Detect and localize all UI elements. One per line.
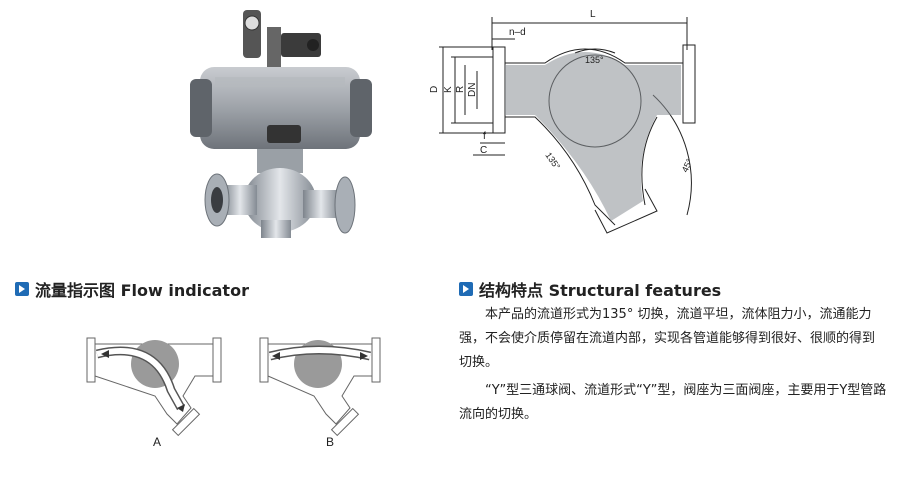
flow-label-b: B bbox=[326, 435, 334, 449]
pneumatic-actuator bbox=[200, 67, 360, 149]
label-angle-mid: 135° bbox=[543, 150, 562, 171]
flow-diagram-b: B bbox=[259, 337, 381, 449]
label-R: R bbox=[455, 86, 466, 93]
feature-paragraph-2: “Y”型三通球阀、流道形式“Y”型，阀座为三面阀座，主要用于Y型管路流向的切换。 bbox=[459, 383, 887, 422]
section-arrow-icon bbox=[459, 282, 473, 296]
label-L: L bbox=[590, 9, 596, 20]
flow-indicator-title: 流量指示图 Flow indicator bbox=[35, 281, 249, 300]
flange-right bbox=[334, 176, 356, 234]
flow-diagram-a: A bbox=[86, 337, 222, 449]
label-DN: DN bbox=[467, 83, 478, 97]
solenoid-valve bbox=[281, 33, 321, 57]
structural-features-title: 结构特点 Structural features bbox=[479, 281, 722, 300]
flow-indicator-heading: 流量指示图 Flow indicator bbox=[15, 277, 249, 301]
label-n-d: n–d bbox=[509, 27, 526, 38]
structural-features-heading: 结构特点 Structural features bbox=[459, 277, 721, 301]
label-f: f bbox=[483, 131, 486, 142]
label-angle-right: 45° bbox=[680, 157, 695, 174]
flow-label-a: A bbox=[153, 435, 161, 449]
valve-photo bbox=[190, 10, 372, 238]
dimension-drawing: L n–d D K R DN f C 135° 135° 45° bbox=[429, 9, 696, 234]
label-D: D bbox=[429, 86, 440, 93]
label-K: K bbox=[443, 86, 454, 93]
feature-paragraph-1: 本产品的流道形式为135° 切换，流道平坦，流体阻力小，流通能力强，不会使介质停… bbox=[459, 307, 876, 370]
label-C: C bbox=[480, 145, 487, 156]
section-arrow-icon bbox=[15, 282, 29, 296]
valve-body bbox=[244, 168, 316, 232]
label-angle-top: 135° bbox=[585, 55, 604, 65]
